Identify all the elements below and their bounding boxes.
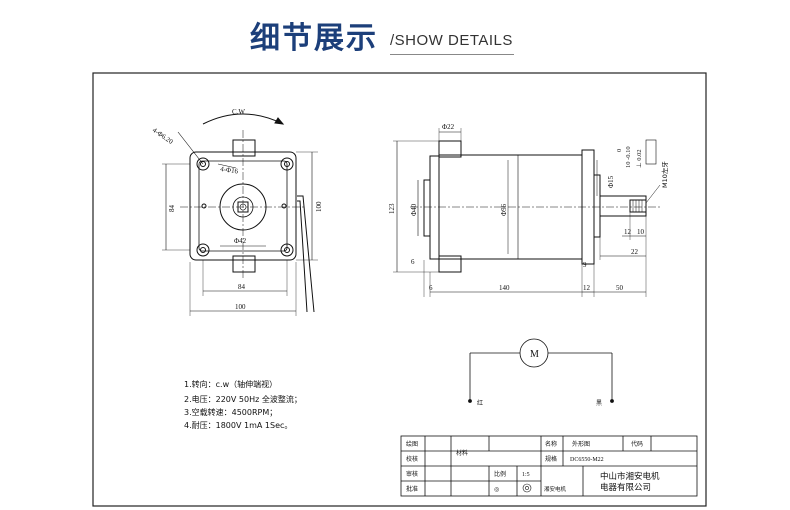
tb-logo-text: 湘安电机 [544, 485, 567, 493]
page-subtitle: /SHOW DETAILS [390, 32, 513, 49]
bottom-boss [232, 255, 256, 273]
bottom-terminal [438, 255, 462, 273]
top-terminal [438, 140, 462, 158]
lead-wire [297, 195, 315, 313]
front-view-labels: C.W 4-Φ6.20 4-Φ16 Φ42 84 100 84 100 [151, 108, 323, 311]
tb-company-line2: 电器有限公司 [600, 482, 651, 493]
dim-10: 10 [637, 228, 645, 236]
dim-width-outer: 100 [235, 303, 246, 311]
subtitle-underline [390, 54, 514, 55]
side-view-labels: Φ22 123 Φ40 Φ96 Φ15 0 10 -0.10 ⊥ 0.02 M1… [388, 123, 669, 292]
note-2: 2.电压：220V 50Hz 全波整流； [184, 395, 302, 404]
circuit-diagram [468, 338, 614, 403]
dim-flange-dia: Φ40 [410, 203, 418, 216]
dim-flange: 12 [583, 284, 591, 292]
thread-label: M10左牙 [660, 161, 669, 188]
top-boss [232, 139, 256, 157]
rotation-label: C.W [232, 108, 245, 116]
tb-scale-value: 1:5 [522, 472, 530, 478]
tol-bottom: 10 -0.10 [625, 146, 632, 168]
front-view [162, 113, 318, 316]
tb-draw: 绘图 [406, 440, 418, 448]
side-hole [281, 203, 287, 209]
note-1: 1.转向：c.w（轴伸端视） [184, 380, 278, 389]
page-title: 细节展示 [250, 21, 378, 56]
dim-left-height: 123 [388, 203, 396, 214]
tb-spec-label: 规格 [545, 455, 557, 463]
dim-body-length: 140 [499, 284, 510, 292]
dim-width-inner: 84 [238, 283, 246, 291]
threaded-end [629, 199, 647, 213]
tb-material: 材料 [456, 449, 468, 457]
tb-name-value: 外形图 [572, 440, 590, 448]
tb-review: 审核 [406, 470, 418, 478]
dim-shaft: 50 [616, 284, 624, 292]
dim-height-outer: 100 [315, 201, 323, 212]
rotation-arrowhead-icon [274, 117, 285, 125]
dim-shaft-dia: Φ15 [607, 175, 615, 188]
tb-projection: ◎ [494, 486, 499, 493]
side-view [393, 128, 661, 297]
wire-right-label: 黑 [596, 400, 602, 407]
tb-spec-value: DC6550-M22 [570, 457, 604, 463]
motor-label: M [530, 349, 539, 360]
bore-label: Φ42 [234, 237, 247, 245]
corner-hole [196, 157, 210, 171]
note-3: 3.空载转速：4500RPM； [184, 408, 278, 417]
dim-body-dia: Φ96 [500, 203, 508, 216]
corner-hole [196, 243, 210, 257]
tb-check: 校核 [406, 455, 418, 463]
corner-hole [280, 157, 294, 171]
dim-22: 22 [631, 248, 639, 256]
side-hole [201, 203, 207, 209]
tol-top: 0 [616, 149, 623, 152]
dim-top-dia: Φ22 [442, 123, 455, 131]
tb-scale-label: 比例 [494, 470, 506, 478]
dim-left-small: 6 [411, 258, 415, 266]
title-block [400, 435, 698, 497]
rotation-arrow [202, 113, 284, 125]
holes-label: 4-Φ6.20 [151, 126, 175, 146]
corner-hole [280, 243, 294, 257]
tb-company-line1: 中山市湘安电机 [600, 471, 660, 482]
dim-bottom-left: 6 [429, 284, 433, 292]
note-4: 4.耐压：1800V 1mA 1Sec。 [184, 421, 293, 430]
dim-9: 9 [583, 261, 587, 269]
wire-left-label: 红 [477, 399, 483, 407]
rear-flange [423, 179, 431, 237]
lead-wire [297, 200, 308, 313]
page-header: 细节展示 /SHOW DETAILS [0, 0, 790, 60]
drawing-frame [92, 72, 707, 507]
tb-code-label: 代码 [631, 440, 643, 448]
tb-name-label: 名称 [545, 440, 557, 448]
flatness-label: ⊥ 0.02 [636, 149, 643, 168]
tb-approve: 批准 [406, 485, 418, 493]
holes-small-label: 4-Φ16 [220, 165, 239, 175]
dim-height-inner: 84 [168, 205, 176, 213]
rear-cap [429, 155, 440, 260]
dim-12: 12 [624, 228, 632, 236]
title-block-text: 绘图 校核 材料 审核 批准 比例 1:5 ◎ 湘安电机 名称 外形图 代码 规… [406, 440, 660, 493]
